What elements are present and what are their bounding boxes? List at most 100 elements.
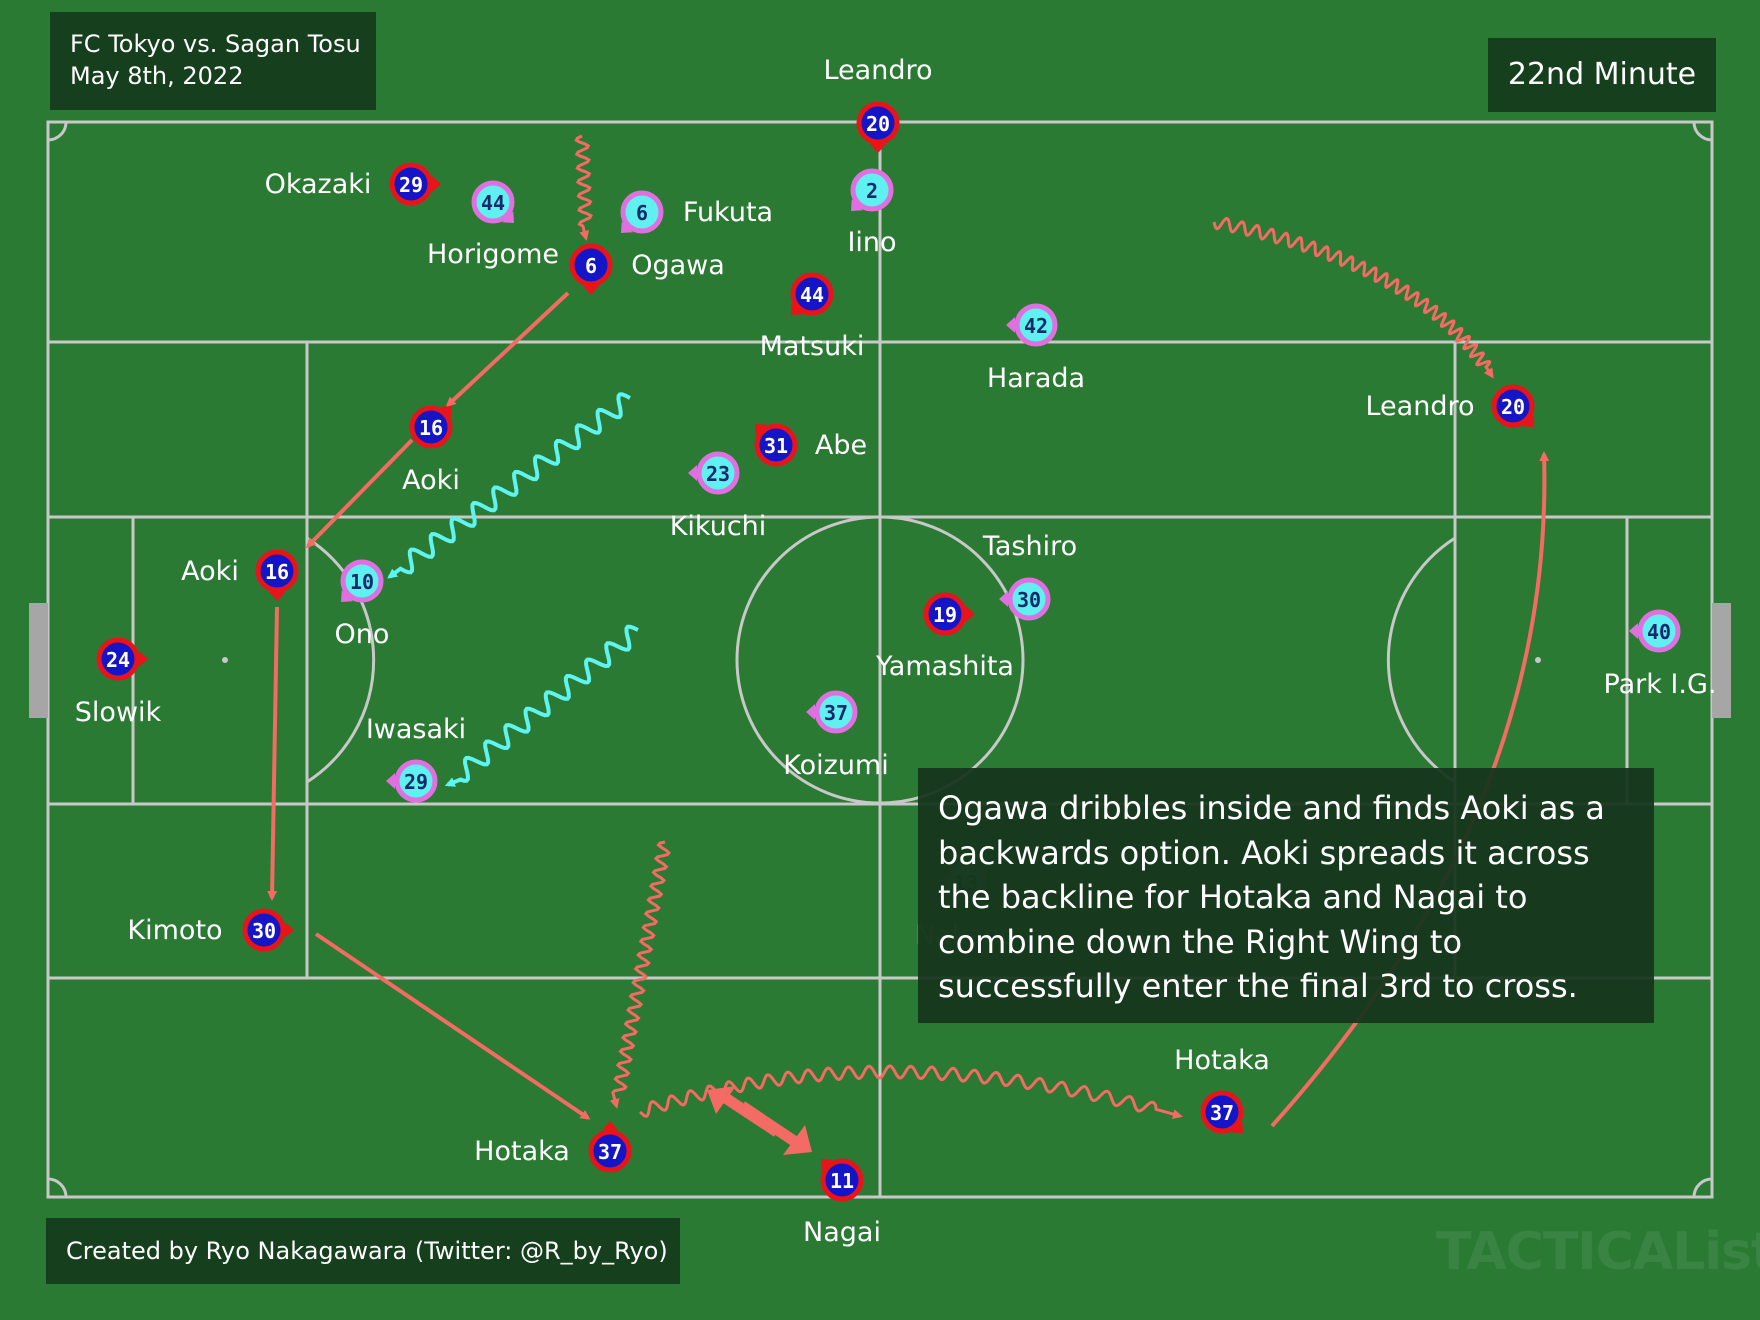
player-home-30: 30 Kimoto: [127, 908, 294, 952]
pass-aoki-to-aoki-arrow: [305, 438, 414, 549]
player-number: 37: [598, 1140, 622, 1164]
player-token: [1637, 609, 1681, 653]
player-number: 23: [706, 462, 730, 486]
left-goal: [29, 603, 48, 718]
player-name: Koizumi: [783, 750, 888, 781]
player-number: 29: [404, 770, 428, 794]
player-number: 40: [1647, 620, 1671, 644]
player-home-16: 16 Aoki: [181, 549, 299, 601]
player-number: 30: [252, 919, 276, 943]
player-home-37: 37 Hotaka: [474, 1121, 632, 1173]
pitch-lines: [46, 120, 1714, 1199]
orientation-marker: [688, 465, 697, 481]
player-token: [820, 1158, 864, 1202]
run-iwasaki-arrow: [444, 624, 639, 787]
left-penalty-spot: [222, 657, 228, 663]
player-number: 10: [350, 570, 374, 594]
pass-kimoto-to-hotaka-arrow: [314, 932, 591, 1120]
player-name: Yamashita: [875, 651, 1014, 682]
player-name: Ogawa: [631, 250, 725, 281]
player-token: [394, 759, 438, 803]
right-goal: [1712, 603, 1731, 718]
player-token: [790, 272, 834, 316]
orientation-marker: [1629, 623, 1638, 639]
player-token: [471, 180, 515, 224]
player-name: Okazaki: [265, 169, 372, 200]
player-token: [620, 190, 664, 234]
player-token: [389, 162, 433, 206]
player-number: 30: [1017, 588, 1041, 612]
match-info-box: FC Tokyo vs. Sagan Tosu May 8th, 2022: [50, 12, 376, 110]
player-token: [242, 908, 286, 952]
player-token: [1200, 1090, 1244, 1134]
player-token: [255, 549, 299, 593]
player-number: 19: [933, 603, 957, 627]
player-token: [588, 1129, 632, 1173]
player-name: Ono: [335, 619, 390, 650]
player-name: Kikuchi: [670, 511, 767, 542]
player-away-30: 30 Tashiro: [982, 531, 1077, 621]
movement-arrows: [267, 134, 1550, 1155]
minute-label: 22nd Minute: [1488, 38, 1716, 112]
orientation-marker: [432, 176, 441, 192]
player-number: 11: [830, 1169, 854, 1193]
player-name: Aoki: [402, 465, 460, 496]
watermark-logo: TACTICALista: [1436, 1222, 1760, 1282]
play-description: Ogawa dribbles inside and finds Aoki as …: [918, 768, 1654, 1023]
player-name: Slowik: [75, 697, 162, 728]
orientation-marker: [602, 1121, 618, 1130]
player-token: [96, 637, 140, 681]
player-away-6: 6 Fukuta: [620, 190, 773, 234]
player-name: Kimoto: [127, 915, 222, 946]
orientation-marker: [139, 651, 148, 667]
player-token: [1014, 303, 1058, 347]
player-name: Tashiro: [982, 531, 1077, 562]
player-number: 31: [764, 434, 788, 458]
player-name: Horigome: [427, 239, 559, 270]
player-name: Hotaka: [474, 1136, 570, 1167]
player-name: Harada: [987, 363, 1085, 394]
player-number: 44: [800, 283, 824, 307]
player-name: Matsuki: [760, 331, 865, 362]
player-name: Park I.G.: [1604, 669, 1717, 700]
orientation-marker: [806, 704, 815, 720]
corner-arc-tl: [47, 121, 68, 142]
player-number: 20: [1501, 395, 1525, 419]
corner-arc-br: [1692, 1177, 1713, 1198]
player-number: 42: [1024, 314, 1048, 338]
player-name: Fukuta: [683, 197, 773, 228]
player-number: 16: [265, 560, 289, 584]
player-number: 6: [636, 201, 648, 225]
player-token: [850, 168, 894, 212]
player-number: 29: [399, 173, 423, 197]
player-name: Aoki: [181, 556, 239, 587]
player-token: [856, 101, 900, 145]
orientation-marker: [966, 606, 975, 622]
run-ono-arrow: [387, 392, 631, 579]
player-number: 2: [866, 179, 878, 203]
match-title: FC Tokyo vs. Sagan Tosu: [70, 30, 361, 58]
player-number: 20: [866, 112, 890, 136]
pass-ogawa-to-aoki-arrow: [445, 291, 570, 408]
pass-aoki-to-kimoto-arrow: [267, 606, 279, 901]
player-token: [923, 592, 967, 636]
player-token: [569, 243, 613, 287]
